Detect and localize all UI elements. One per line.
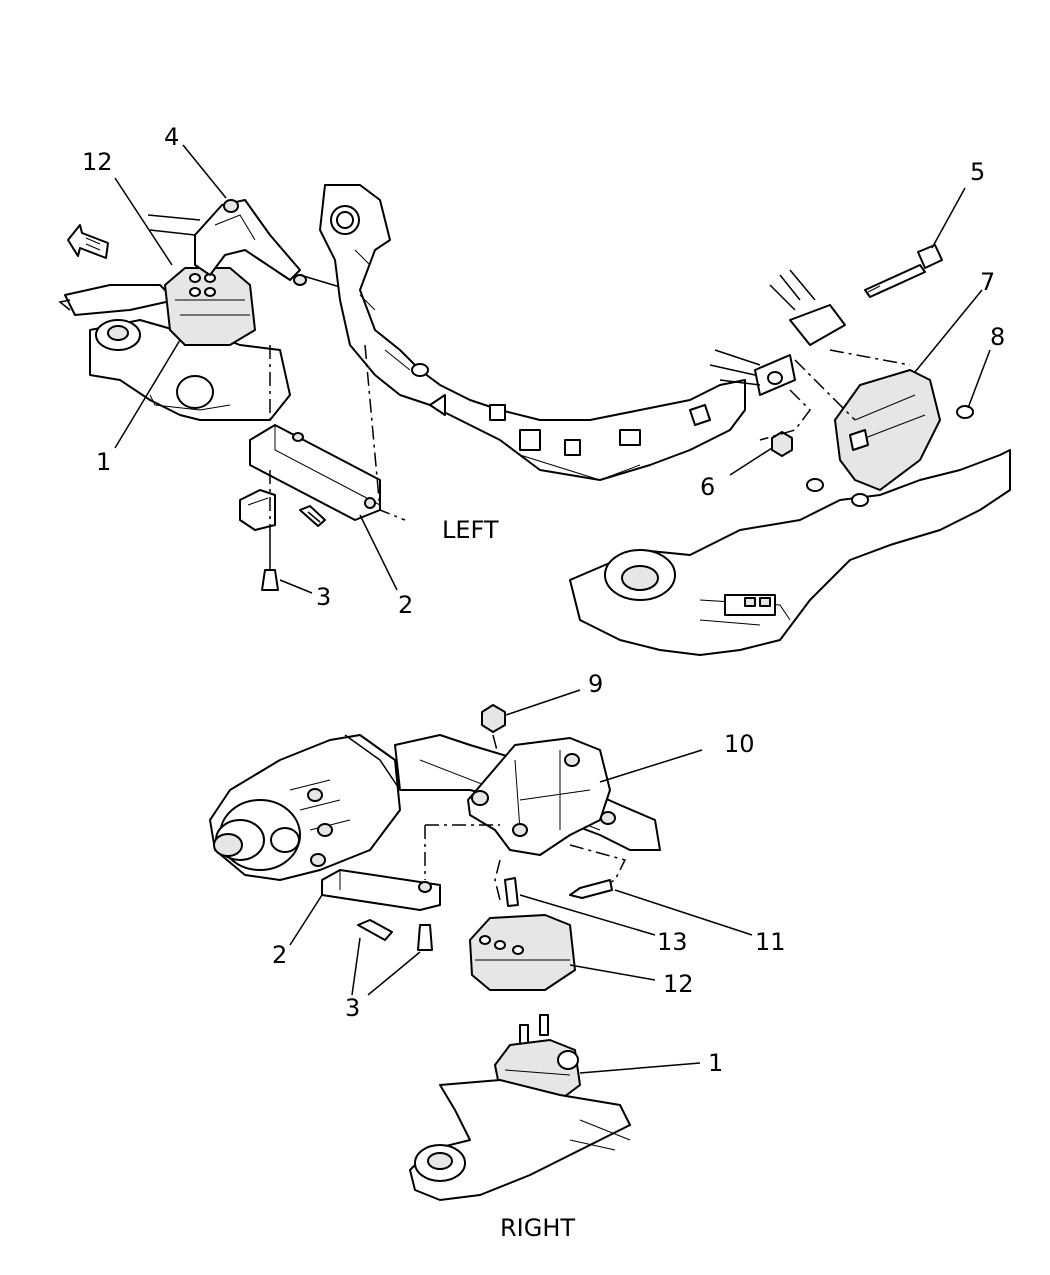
callout-1-bot: 1 (708, 1049, 723, 1077)
left-frame-rail (58, 284, 291, 421)
callout-13: 13 (657, 928, 688, 956)
right-assembly (209, 704, 661, 1201)
heat-shield-12 (469, 914, 576, 991)
lower-frame-rail (409, 1079, 631, 1201)
callout-2-bot: 2 (272, 941, 287, 969)
callout-12-bot: 12 (663, 970, 694, 998)
section-label-left: LEFT (442, 516, 499, 544)
callout-10: 10 (724, 730, 755, 758)
callout-3-top: 3 (316, 583, 331, 611)
mount-bracket-10 (467, 737, 616, 856)
left-clip (239, 489, 276, 531)
long-bolt-5 (864, 244, 943, 298)
right-mount-7 (806, 369, 974, 507)
callout-11: 11 (755, 928, 786, 956)
right-side-frame (569, 449, 1011, 656)
section-label-right: RIGHT (500, 1214, 575, 1242)
transmission-housing (147, 184, 746, 481)
left-assembly (58, 184, 1011, 656)
left-bolts-3 (261, 505, 326, 591)
front-direction-arrow-icon (67, 224, 109, 259)
callout-5: 5 (970, 158, 985, 186)
callout-2-top: 2 (398, 591, 413, 619)
callout-9: 9 (588, 670, 603, 698)
nut-9 (481, 704, 506, 733)
callout-12-top: 12 (82, 148, 113, 176)
nut-6 (771, 431, 793, 457)
right-upper-bracket (709, 269, 846, 396)
callout-1-top: 1 (96, 448, 111, 476)
transmission-end (209, 734, 401, 881)
left-mount-insulator (164, 267, 256, 346)
lower-bolts-3 (357, 919, 433, 951)
left-upper-bracket (194, 199, 307, 286)
bolt-11 (569, 879, 613, 899)
callout-3-bot: 3 (345, 994, 360, 1022)
callout-4: 4 (164, 123, 179, 151)
bolt-13 (504, 877, 519, 907)
lower-bracket-2 (321, 869, 441, 911)
callout-8: 8 (990, 323, 1005, 351)
leader-lines (114, 144, 991, 1074)
callout-labels: 12 4 5 7 8 1 6 3 2 9 10 13 11 2 12 3 1 (82, 123, 1005, 1077)
callout-7: 7 (980, 268, 995, 296)
callout-6: 6 (700, 473, 715, 501)
